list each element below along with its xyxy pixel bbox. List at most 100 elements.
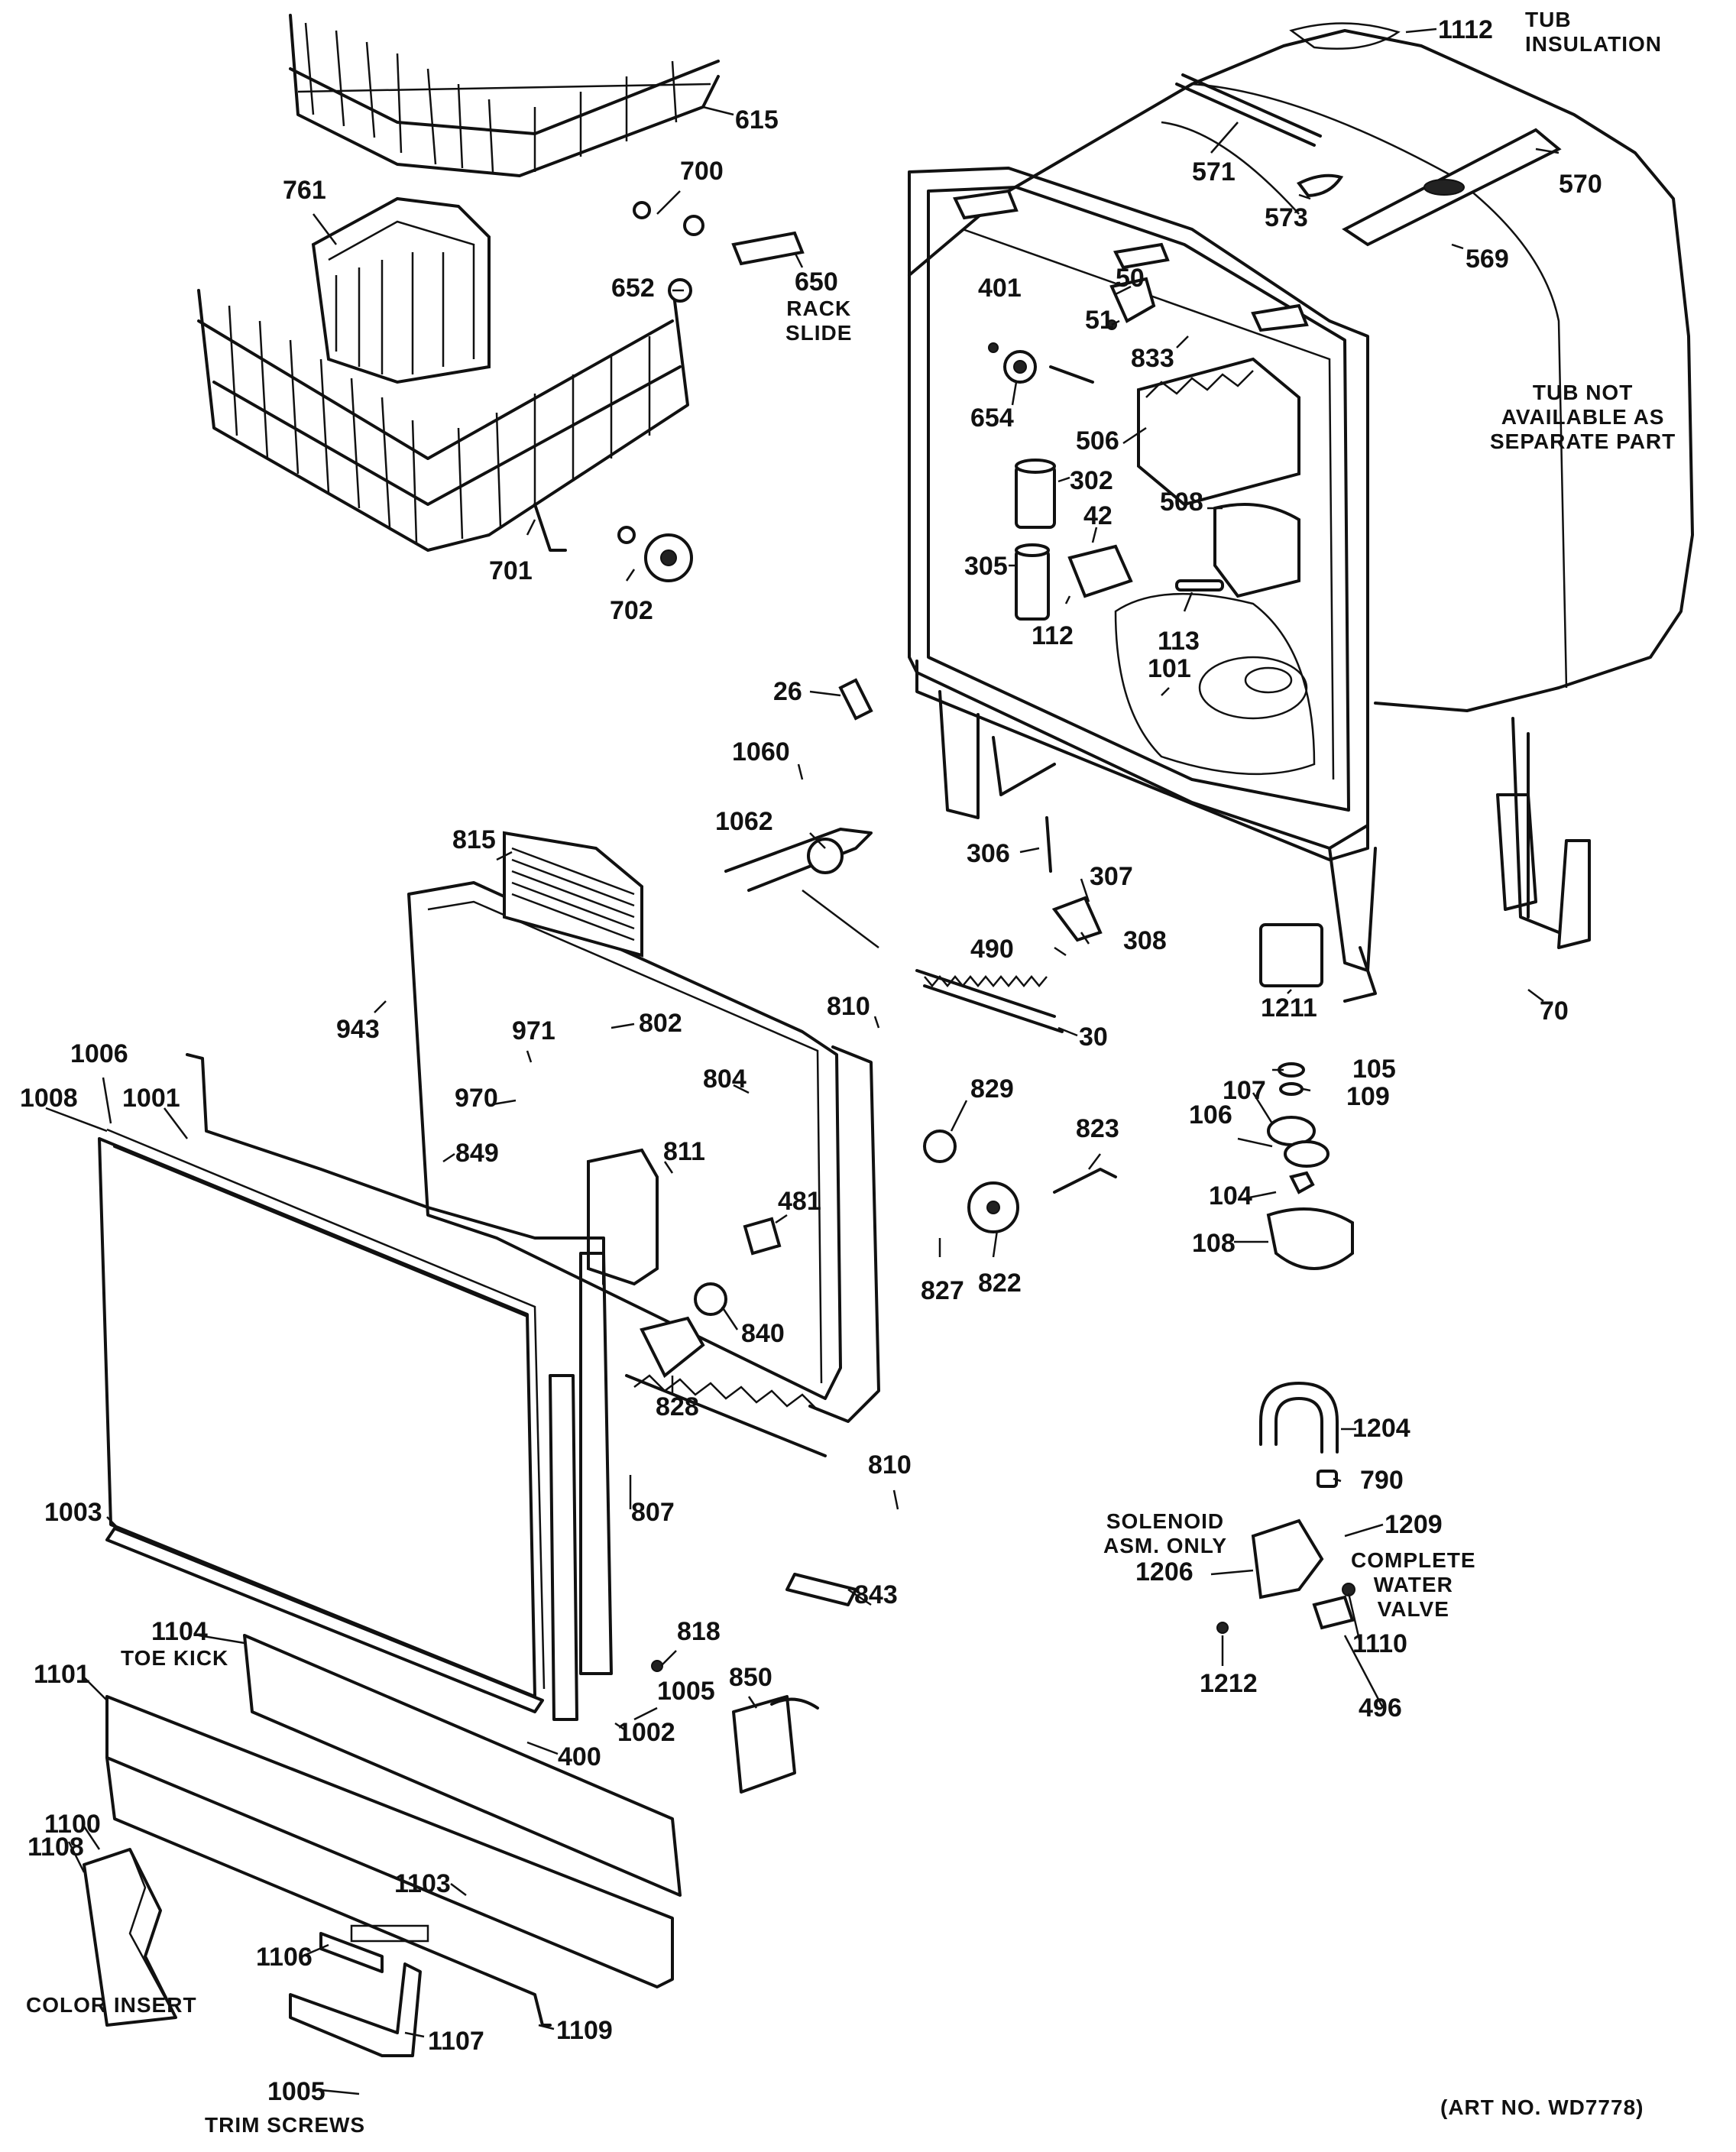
callout-1104: 1104	[151, 1617, 208, 1646]
callout-970: 970	[455, 1084, 498, 1113]
leader-lines	[45, 28, 1559, 2095]
callout-829: 829	[970, 1074, 1014, 1104]
callout-802: 802	[639, 1009, 682, 1038]
callout-943: 943	[336, 1015, 380, 1044]
callout-700: 700	[680, 157, 724, 186]
note-art-number: (ART NO. WD7778)	[1440, 2095, 1644, 2119]
callout-112: 112	[1032, 621, 1074, 650]
callout-108: 108	[1192, 1229, 1236, 1258]
callout-570: 570	[1559, 170, 1602, 199]
callout-650: 650	[795, 267, 838, 297]
callout-654: 654	[970, 404, 1014, 433]
callout-573: 573	[1265, 203, 1308, 232]
hinge-parts	[724, 678, 1117, 1233]
callout-822: 822	[978, 1269, 1022, 1298]
callout-51: 51	[1085, 306, 1114, 335]
callout-400: 400	[558, 1742, 601, 1771]
callout-615: 615	[735, 105, 779, 134]
callout-828: 828	[656, 1392, 699, 1421]
callout-850: 850	[729, 1663, 772, 1692]
callout-50: 50	[1116, 264, 1145, 293]
note-tub-insulation: TUB INSULATION	[1525, 8, 1663, 57]
callout-569: 569	[1466, 245, 1509, 274]
note-solenoid-asm: SOLENOID ASM. ONLY	[1103, 1509, 1227, 1558]
callout-109: 109	[1346, 1082, 1390, 1111]
callout-104: 104	[1209, 1181, 1252, 1210]
callout-1112: 1112	[1438, 15, 1493, 44]
callout-571: 571	[1192, 157, 1236, 186]
callout-971: 971	[512, 1016, 555, 1045]
callout-1107: 1107	[428, 2027, 484, 2056]
callout-843: 843	[854, 1580, 898, 1609]
note-color-insert: COLOR INSERT	[26, 1993, 197, 2017]
callout-481: 481	[778, 1187, 821, 1216]
callout-107: 107	[1223, 1076, 1266, 1105]
cover-parts	[732, 1695, 819, 1794]
callout-815: 815	[452, 825, 496, 854]
callout-840: 840	[741, 1319, 785, 1348]
callout-1204: 1204	[1352, 1414, 1410, 1443]
callout-702: 702	[610, 596, 653, 625]
note-complete-water-valve: COMPLETE WATER VALVE	[1351, 1548, 1476, 1622]
callout-26: 26	[773, 677, 802, 706]
note-trim-screws: TRIM SCREWS	[205, 2113, 366, 2137]
callout-1005a: 1005	[657, 1677, 715, 1706]
callout-827: 827	[921, 1276, 964, 1305]
callout-1003: 1003	[44, 1498, 102, 1527]
callout-1106: 1106	[256, 1943, 313, 1972]
upper-rack	[289, 14, 720, 177]
callout-849: 849	[455, 1139, 499, 1168]
callout-818: 818	[677, 1617, 721, 1646]
note-tub-not-available: TUB NOT AVAILABLE AS SEPARATE PART	[1490, 381, 1676, 454]
callout-1006: 1006	[70, 1039, 128, 1068]
callout-1060: 1060	[732, 737, 790, 766]
toe-kick-assembly	[83, 1634, 682, 2057]
callout-101: 101	[1148, 654, 1191, 683]
callout-1100: 1100	[44, 1810, 101, 1839]
callout-1005b: 1005	[267, 2077, 326, 2106]
callout-823: 823	[1076, 1114, 1119, 1143]
callout-106: 106	[1189, 1100, 1232, 1129]
callout-490: 490	[970, 935, 1014, 964]
tub-assembly	[908, 22, 1694, 1003]
callout-804: 804	[703, 1065, 747, 1094]
callout-302: 302	[1070, 466, 1113, 495]
callout-307: 307	[1090, 862, 1133, 891]
callout-308: 308	[1123, 926, 1167, 955]
callout-1008: 1008	[20, 1084, 78, 1113]
callout-105: 105	[1352, 1055, 1396, 1084]
callout-305: 305	[964, 552, 1008, 581]
callout-1108: 1108	[28, 1833, 84, 1862]
callout-1209: 1209	[1385, 1510, 1443, 1539]
callout-42: 42	[1083, 501, 1113, 530]
callout-810b: 810	[868, 1450, 912, 1480]
callout-70: 70	[1540, 997, 1569, 1026]
callout-833: 833	[1131, 344, 1174, 373]
callout-761: 761	[283, 176, 326, 205]
callout-1101: 1101	[34, 1660, 90, 1689]
note-toe-kick: TOE KICK	[121, 1646, 229, 1670]
callout-1109: 1109	[556, 2016, 613, 2045]
callout-701: 701	[489, 556, 533, 585]
note-rack-slide: RACK SLIDE	[785, 297, 853, 345]
callout-1002: 1002	[617, 1718, 675, 1747]
callout-652: 652	[611, 274, 655, 303]
callout-508: 508	[1160, 488, 1203, 517]
callout-1206: 1206	[1135, 1557, 1194, 1586]
callout-306: 306	[967, 839, 1010, 868]
callout-1211: 1211	[1261, 993, 1317, 1023]
silverware-basket	[311, 196, 491, 384]
callout-30: 30	[1079, 1023, 1108, 1052]
callout-113: 113	[1158, 627, 1200, 656]
door-assembly	[407, 831, 880, 1606]
lower-rack	[197, 281, 689, 552]
callout-811: 811	[663, 1137, 705, 1166]
callout-807: 807	[631, 1498, 675, 1527]
fill-funnel-parts	[1259, 923, 1354, 1270]
callout-1001: 1001	[122, 1084, 180, 1113]
callout-401: 401	[978, 274, 1022, 303]
outer-door-panel	[98, 1053, 663, 1721]
callout-1062: 1062	[715, 807, 773, 836]
